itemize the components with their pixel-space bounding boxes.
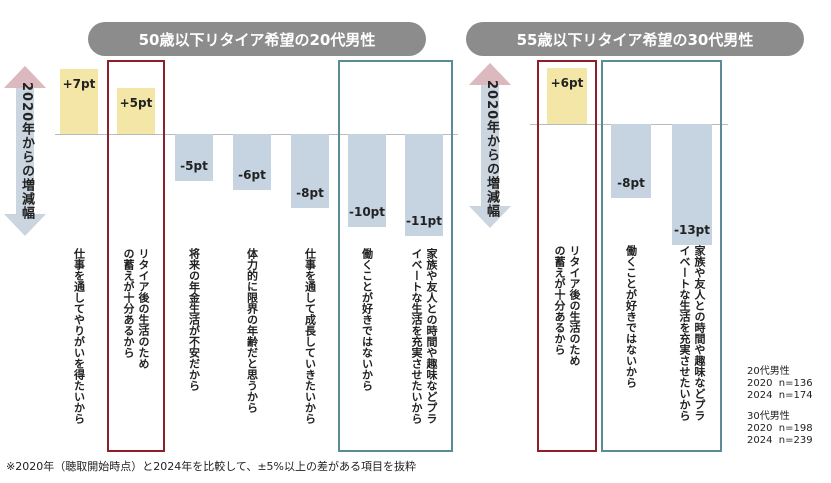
footnote: ※2020年（聴取開始時点）と2024年を比較して、±5%以上の差がある項目を抜…: [6, 460, 416, 473]
bar: [291, 134, 329, 209]
note-30s-2024: 2024 n=239: [747, 435, 813, 446]
highlight-box-red: [537, 60, 597, 452]
data-label: -8pt: [296, 186, 324, 201]
note-20s-2024: 2024 n=174: [747, 390, 813, 401]
data-label: -8pt: [617, 176, 645, 191]
category-label: 家族や友人との時間や趣味などプライベートな生活を充実させたいから: [678, 245, 706, 421]
highlight-box-red: [107, 60, 165, 452]
sample-notes: 20代男性 2020 n=136 2024 n=174 30代男性 2020 n…: [747, 366, 813, 447]
note-20s-head: 20代男性: [747, 366, 790, 377]
category-label: 将来の年金生活が不安だから: [187, 248, 201, 391]
note-30s-head: 30代男性: [747, 411, 790, 422]
data-label: -11pt: [405, 214, 442, 229]
axis-arrow-icon: [4, 66, 46, 236]
data-label: -5pt: [180, 158, 208, 173]
data-label: +6pt: [550, 76, 584, 91]
category-label: リタイア後の生活のための蓄えが十分あるから: [553, 245, 581, 366]
data-label: +7pt: [62, 76, 96, 91]
bar: [672, 124, 712, 245]
highlight-box-teal: [338, 60, 453, 452]
category-label: 仕事を通して成長していきたいから: [303, 248, 317, 424]
bar: [547, 68, 587, 124]
bar: [348, 134, 386, 227]
data-label: -13pt: [673, 222, 710, 237]
bar: [233, 134, 271, 190]
data-label: -10pt: [348, 205, 385, 219]
category-label: 家族や友人との時間や趣味などプライベートな生活を充実させたいから: [410, 248, 438, 424]
axis-label-right: 2020年からの増減幅: [484, 80, 499, 219]
bar: [405, 134, 443, 237]
note-20s-2020: 2020 n=136: [747, 378, 813, 389]
axis-arrow-icon-right: [469, 63, 511, 228]
data-label: -6pt: [238, 167, 266, 182]
bar: [611, 124, 651, 199]
panel-title-20s: 50歳以下リタイア希望の20代男性: [88, 22, 426, 56]
axis-label-left: 2020年からの増減幅: [19, 82, 34, 221]
note-30s-2020: 2020 n=198: [747, 423, 813, 434]
panel-title-30s: 55歳以下リタイア希望の30代男性: [466, 22, 804, 56]
data-label: +5pt: [119, 95, 153, 110]
bar: [60, 68, 98, 134]
bar: [117, 87, 155, 134]
category-label: 働くことが好きではないから: [360, 248, 374, 391]
category-label: 仕事を通してやりがいを得たいから: [72, 248, 86, 424]
category-label: 働くことが好きではないから: [624, 245, 638, 388]
category-label: 体力的に限界の年齢だと思うから: [245, 248, 259, 413]
category-label: リタイア後の生活のための蓄えが十分あるから: [122, 248, 150, 369]
bar: [175, 134, 213, 181]
highlight-box-teal: [601, 60, 722, 452]
